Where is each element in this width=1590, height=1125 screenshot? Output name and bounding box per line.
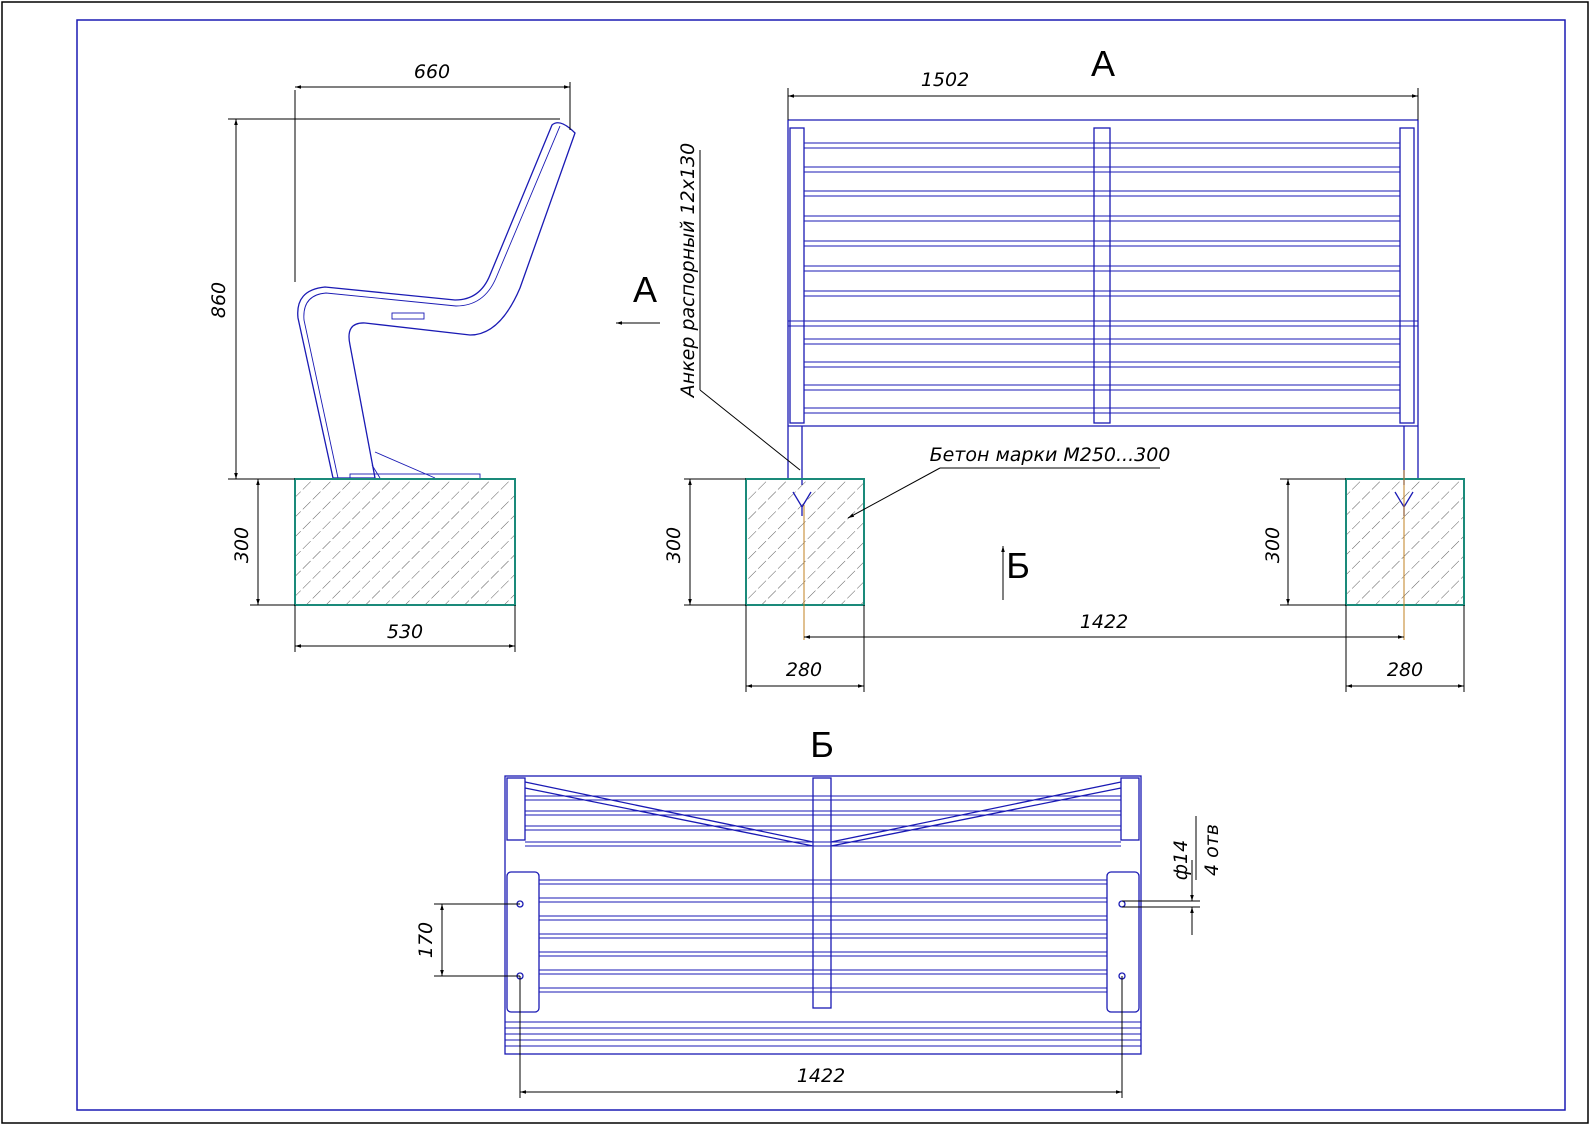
plan-middle-beam — [812, 777, 832, 1009]
hole-top-right — [1118, 900, 1126, 908]
dim-front-left-280: 280 — [786, 659, 822, 681]
view-a-title: А — [1091, 43, 1115, 84]
dim-plan-1422: 1422 — [797, 1065, 845, 1087]
inner-frame — [76, 19, 1566, 1111]
dim-front-1422: 1422 — [1080, 611, 1128, 633]
dim-860: 860 — [208, 282, 230, 318]
leg-plate — [391, 312, 425, 320]
side-foundation — [294, 478, 516, 606]
front-view: А — [663, 43, 1465, 692]
svg-text:А: А — [633, 269, 657, 310]
hole-diameter-note: ф14 — [1170, 840, 1192, 880]
anchor-note: Анкер распорный 12х130 — [677, 143, 699, 399]
front-left-foundation — [745, 478, 865, 606]
view-a-marker: А — [616, 269, 660, 325]
svg-text:Б: Б — [1006, 545, 1030, 586]
left-post — [789, 127, 805, 424]
dim-170: 170 — [415, 922, 437, 958]
view-b-title: Б — [810, 724, 834, 765]
leg-inner-line — [303, 125, 561, 479]
leg-profile — [297, 122, 576, 479]
concrete-note: Бетон марки М250...300 — [930, 444, 1171, 466]
side-view: 660 860 300 530 — [208, 61, 576, 652]
dim-front-right-280: 280 — [1387, 659, 1423, 681]
dim-660: 660 — [414, 61, 450, 83]
plan-right-frame — [1106, 871, 1140, 1013]
dim-1502: 1502 — [921, 69, 969, 91]
dim-530: 530 — [387, 621, 423, 643]
dim-side-300: 300 — [231, 527, 253, 563]
dim-front-right-300: 300 — [1262, 527, 1284, 563]
hole-count-note: 4 отв — [1201, 824, 1223, 876]
dim-front-left-300: 300 — [663, 527, 685, 563]
middle-post — [1093, 127, 1111, 424]
front-right-foundation — [1345, 478, 1465, 606]
front-slats — [788, 142, 1418, 414]
plan-view: Б — [415, 724, 1223, 1098]
plan-left-frame — [506, 871, 540, 1013]
plan-slats — [505, 795, 1141, 1047]
right-post — [1399, 127, 1415, 424]
view-b-marker: Б — [1001, 545, 1030, 600]
